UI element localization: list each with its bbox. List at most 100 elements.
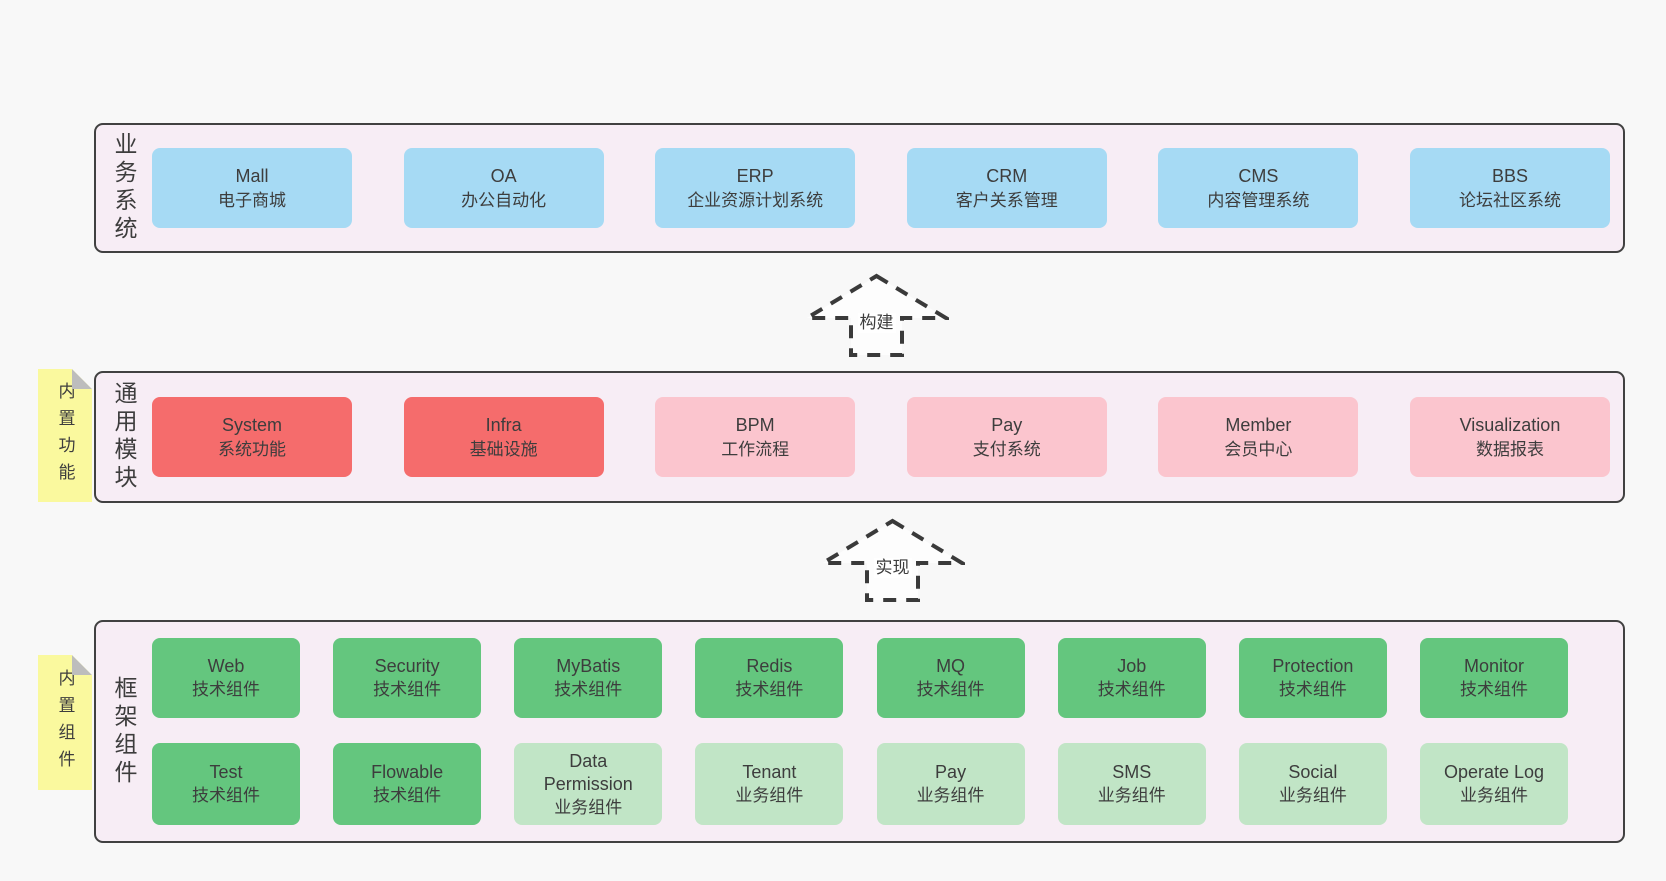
box-title: MQ — [936, 656, 966, 676]
box-title: Member — [1225, 414, 1292, 435]
box-title: Operate Log — [1443, 762, 1545, 782]
system-box-bbs: BBS 论坛社区系统 — [1409, 148, 1610, 228]
box-subtitle: 会员中心 — [1224, 439, 1293, 459]
sticky-note-label: 内置组件 — [55, 668, 75, 777]
box-subtitle: 技术组件 — [1097, 680, 1166, 699]
implement-arrow: 实现 — [820, 518, 965, 603]
box-subtitle: 内容管理系统 — [1207, 190, 1310, 210]
layer-label: 框架组件 — [111, 675, 137, 788]
box-title: Data Permission — [543, 750, 633, 794]
module-box-member: Member 会员中心 — [1158, 397, 1359, 477]
box-title: CRM — [986, 165, 1028, 186]
box-title: Pay — [991, 414, 1023, 435]
box-title: SMS — [1112, 762, 1152, 782]
folded-corner-icon — [72, 655, 92, 675]
box-title: Mall — [235, 165, 269, 186]
component-box-mq: MQ 技术组件 — [876, 638, 1025, 718]
business-system-boxes: Mall 电子商城 OA 办公自动化 ERP 企业资源计划系统 CRM 客户关系… — [152, 125, 1623, 251]
box-subtitle: 技术组件 — [1459, 680, 1528, 699]
common-module-boxes: System 系统功能 Infra 基础设施 BPM 工作流程 Pay 支付系统… — [152, 373, 1623, 501]
system-box-crm: CRM 客户关系管理 — [906, 148, 1107, 228]
layer-business-systems: 业务系统 Mall 电子商城 OA 办公自动化 ERP 企业资源计划系统 CRM… — [94, 123, 1625, 253]
component-box-tenant: Tenant 业务组件 — [695, 743, 844, 825]
box-title: Job — [1117, 656, 1147, 676]
component-box-social: Social 业务组件 — [1238, 743, 1387, 825]
sticky-note-builtin-components: 内置组件 — [38, 655, 92, 790]
box-subtitle: 工作流程 — [721, 439, 790, 459]
box-title: Visualization — [1459, 414, 1561, 435]
box-subtitle: 业务组件 — [1459, 786, 1528, 805]
arrow-label: 构建 — [857, 313, 896, 333]
box-subtitle: 技术组件 — [554, 680, 623, 699]
box-subtitle: 业务组件 — [735, 786, 804, 805]
component-box-web: Web 技术组件 — [152, 638, 300, 718]
box-title: MyBatis — [556, 656, 621, 676]
component-box-flowable: Flowable 技术组件 — [333, 743, 482, 825]
box-title: Test — [209, 762, 243, 782]
box-subtitle: 业务组件 — [1097, 786, 1166, 805]
component-box-operate-log: Operate Log 业务组件 — [1419, 743, 1568, 825]
box-subtitle: 业务组件 — [1278, 786, 1347, 805]
layer-label: 通用模块 — [111, 381, 137, 493]
box-subtitle: 办公自动化 — [461, 190, 547, 210]
box-subtitle: 企业资源计划系统 — [687, 190, 824, 210]
box-subtitle: 业务组件 — [916, 786, 985, 805]
box-subtitle: 技术组件 — [373, 680, 442, 699]
box-subtitle: 基础设施 — [469, 439, 538, 459]
sticky-note-builtin-features: 内置功能 — [38, 369, 92, 502]
box-title: Social — [1288, 762, 1338, 782]
box-title: Pay — [935, 762, 967, 782]
layer-label-column: 框架组件 — [96, 622, 152, 841]
box-subtitle: 论坛社区系统 — [1458, 190, 1561, 210]
box-title: Monitor — [1463, 656, 1524, 676]
component-box-job: Job 技术组件 — [1057, 638, 1206, 718]
arrow-label: 实现 — [873, 558, 912, 578]
box-title: CMS — [1238, 165, 1279, 186]
build-arrow: 构建 — [804, 273, 949, 358]
system-box-erp: ERP 企业资源计划系统 — [655, 148, 856, 228]
tech-components-row: Web 技术组件 Security 技术组件 MyBatis 技术组件 Redi… — [152, 638, 1568, 718]
box-title: Web — [207, 656, 245, 676]
layer-label: 业务系统 — [111, 132, 137, 244]
box-title: Flowable — [371, 762, 444, 782]
box-subtitle: 业务组件 — [554, 797, 623, 817]
box-subtitle: 客户关系管理 — [955, 190, 1058, 210]
box-subtitle: 技术组件 — [192, 786, 260, 805]
system-box-oa: OA 办公自动化 — [403, 148, 604, 228]
box-title: Protection — [1272, 656, 1354, 676]
box-title: Infra — [485, 414, 522, 435]
folded-corner-icon — [72, 369, 92, 389]
box-title: Security — [374, 656, 440, 676]
box-subtitle: 数据报表 — [1475, 439, 1544, 459]
box-subtitle: 技术组件 — [916, 680, 985, 699]
box-title: Redis — [746, 656, 793, 676]
box-title: OA — [490, 165, 517, 186]
component-box-test: Test 技术组件 — [152, 743, 300, 825]
box-title: BPM — [735, 414, 775, 435]
system-box-cms: CMS 内容管理系统 — [1158, 148, 1359, 228]
component-box-data-permission: Data Permission 业务组件 — [514, 743, 663, 825]
component-box-security: Security 技术组件 — [333, 638, 482, 718]
component-box-pay: Pay 业务组件 — [876, 743, 1025, 825]
box-subtitle: 技术组件 — [373, 786, 442, 805]
biz-components-row: Test 技术组件 Flowable 技术组件 Data Permission … — [152, 743, 1568, 825]
sticky-note-label: 内置功能 — [55, 381, 75, 490]
module-box-pay: Pay 支付系统 — [906, 397, 1107, 477]
framework-component-rows: Web 技术组件 Security 技术组件 MyBatis 技术组件 Redi… — [152, 622, 1623, 841]
box-subtitle: 电子商城 — [218, 190, 286, 210]
box-title: BBS — [1491, 165, 1528, 186]
layer-common-modules: 通用模块 System 系统功能 Infra 基础设施 BPM 工作流程 Pay… — [94, 371, 1625, 503]
component-box-protection: Protection 技术组件 — [1238, 638, 1387, 718]
box-subtitle: 技术组件 — [192, 680, 260, 699]
layer-label-column: 业务系统 — [96, 125, 152, 251]
module-box-infra: Infra 基础设施 — [403, 397, 604, 477]
module-box-bpm: BPM 工作流程 — [655, 397, 856, 477]
box-subtitle: 系统功能 — [218, 439, 286, 459]
component-box-redis: Redis 技术组件 — [695, 638, 844, 718]
component-box-mybatis: MyBatis 技术组件 — [514, 638, 663, 718]
layer-framework-components: 框架组件 Web 技术组件 Security 技术组件 MyBatis 技术组件… — [94, 620, 1625, 843]
component-box-monitor: Monitor 技术组件 — [1419, 638, 1568, 718]
box-subtitle: 技术组件 — [735, 680, 804, 699]
box-title: ERP — [736, 165, 774, 186]
